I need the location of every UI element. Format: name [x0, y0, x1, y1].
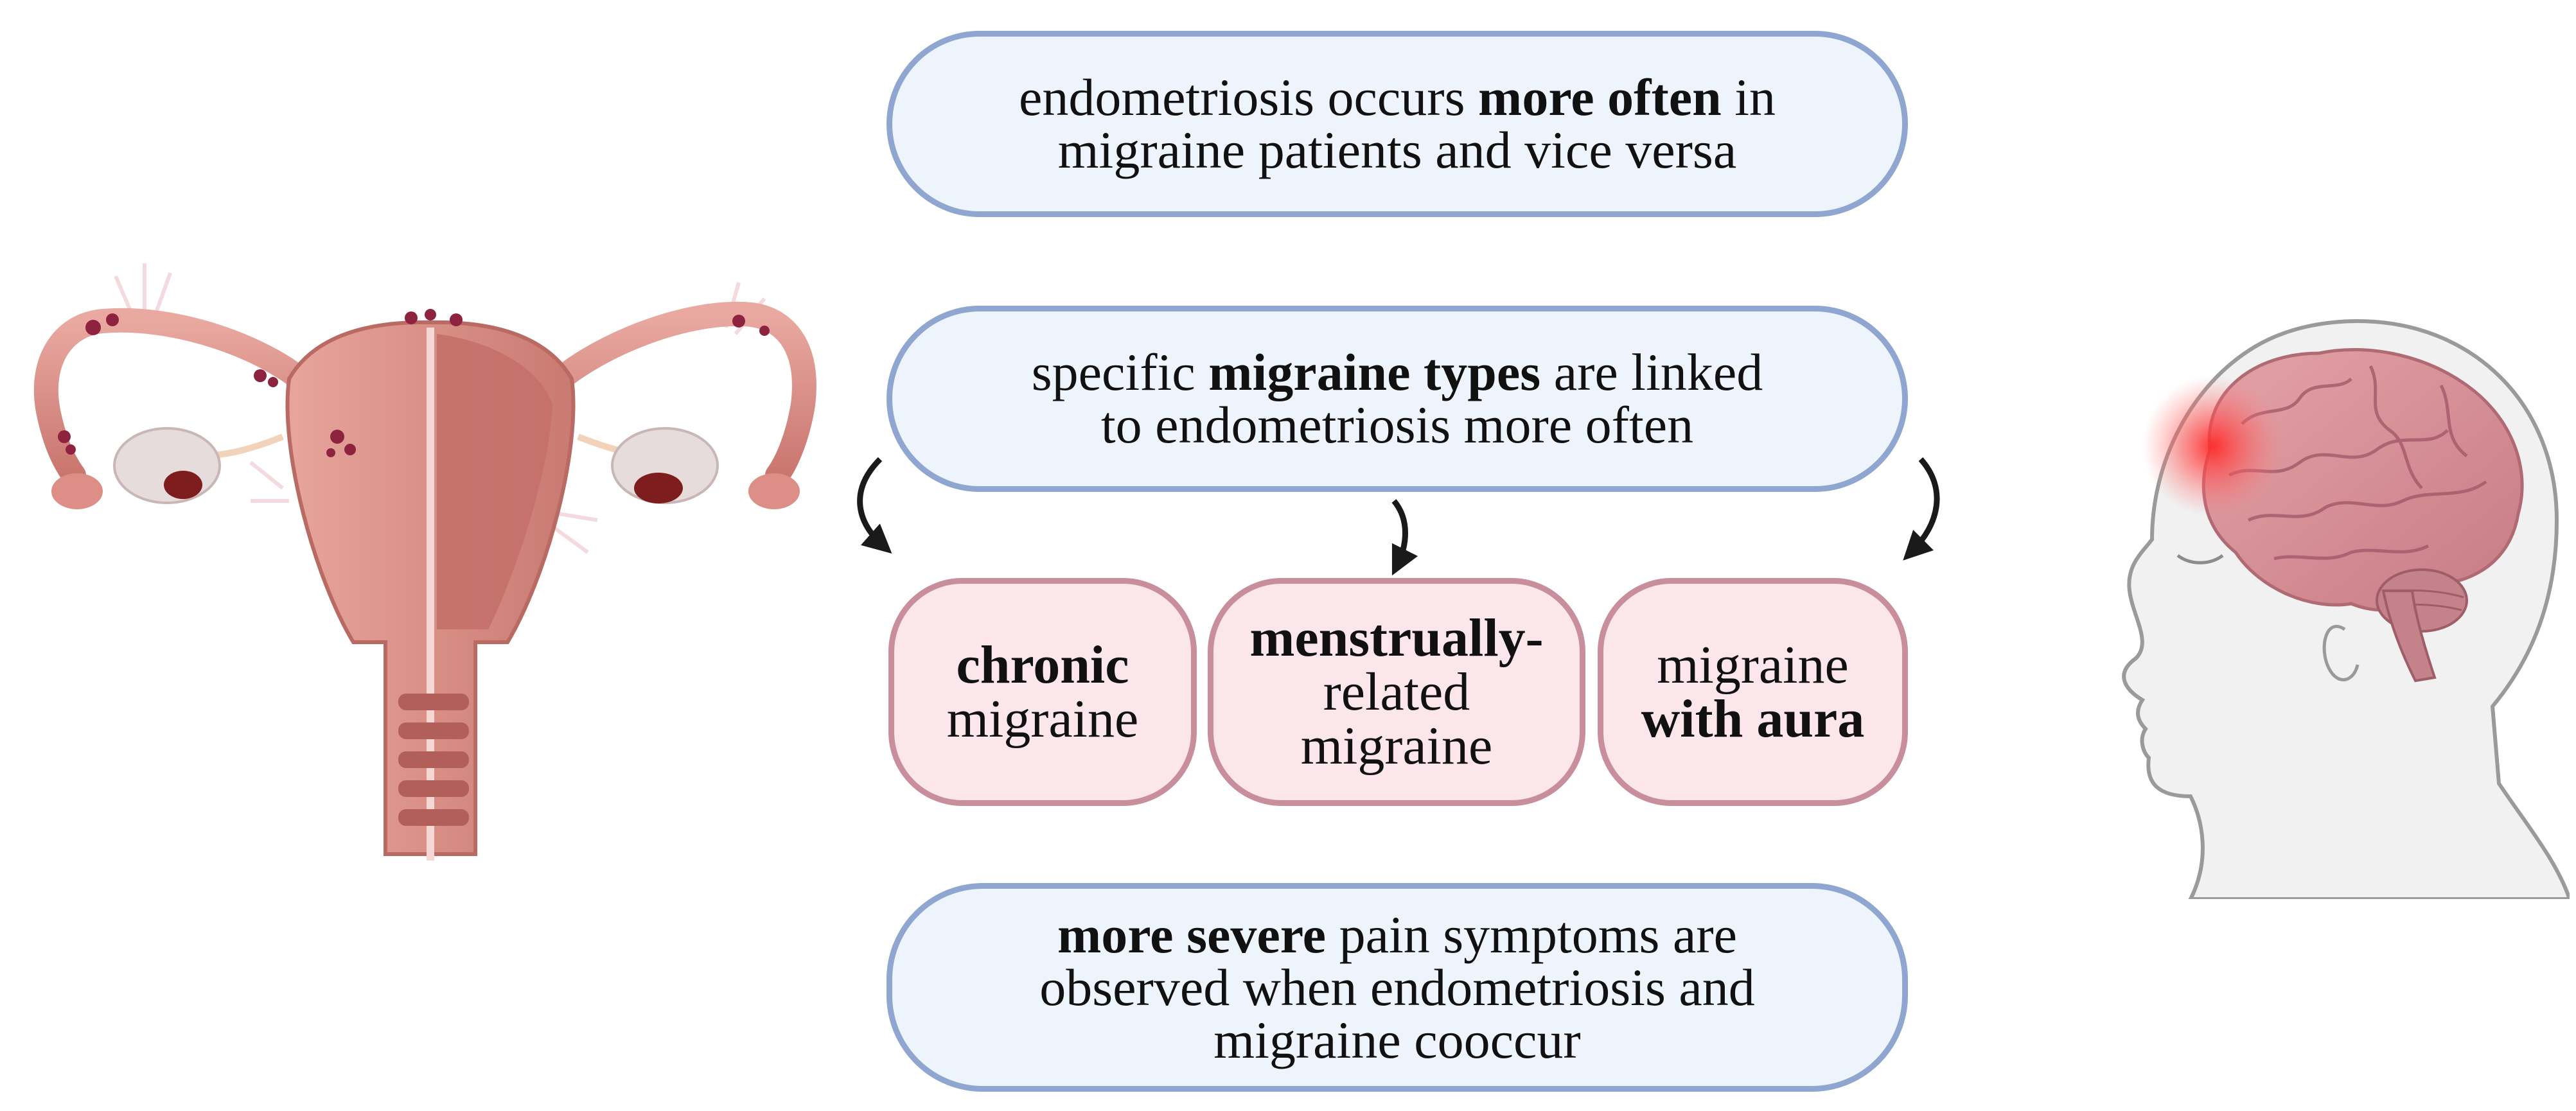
- box-more-often-line2: migraine patients and vice versa: [1057, 121, 1737, 179]
- brain: [2201, 347, 2524, 612]
- migraine-pain-glow: [2142, 376, 2284, 517]
- chronic-line2: migraine: [946, 688, 1139, 749]
- right-ovary: [611, 427, 719, 504]
- box-more-often-line1: endometriosis occurs more often in: [1018, 68, 1776, 127]
- aura-bold: with aura: [1641, 688, 1865, 749]
- left-ovary: [113, 427, 221, 504]
- uterus-illustration: [33, 263, 816, 861]
- aura-line1: migraine: [1657, 634, 1849, 695]
- menstrual-line2: related: [1323, 661, 1470, 722]
- box-chronic-migraine: chronic migraine: [888, 578, 1197, 806]
- chronic-bold: chronic: [956, 634, 1129, 695]
- box-more-severe-line2: observed when endometriosis and: [1039, 958, 1755, 1017]
- box-migraine-types-line2: to endometriosis more often: [1100, 396, 1694, 454]
- box-migraine-with-aura: migraine with aura: [1598, 578, 1908, 806]
- arrow-right: [1903, 457, 1940, 561]
- box-more-often: endometriosis occurs more often in migra…: [887, 31, 1908, 217]
- box-more-severe-line3: migraine cooccur: [1213, 1010, 1581, 1069]
- box-more-severe: more severe pain symptoms are observed w…: [887, 883, 1908, 1092]
- box-menstrually-related-migraine: menstrually- related migraine: [1208, 578, 1585, 806]
- arrow-left: [857, 457, 892, 554]
- menstrual-bold: menstrually-: [1249, 608, 1544, 668]
- left-fallopian-tube: [33, 308, 327, 487]
- right-fallopian-tube: [534, 302, 816, 487]
- box-more-severe-line1: more severe pain symptoms are: [1057, 905, 1738, 964]
- menstrual-line3: migraine: [1300, 715, 1493, 776]
- box-migraine-types: specific migraine types are linked to en…: [887, 306, 1908, 492]
- arrow-center: [1391, 499, 1418, 576]
- head-brain-illustration: [2122, 319, 2570, 899]
- box-migraine-types-line1: specific migraine types are linked: [1031, 343, 1763, 401]
